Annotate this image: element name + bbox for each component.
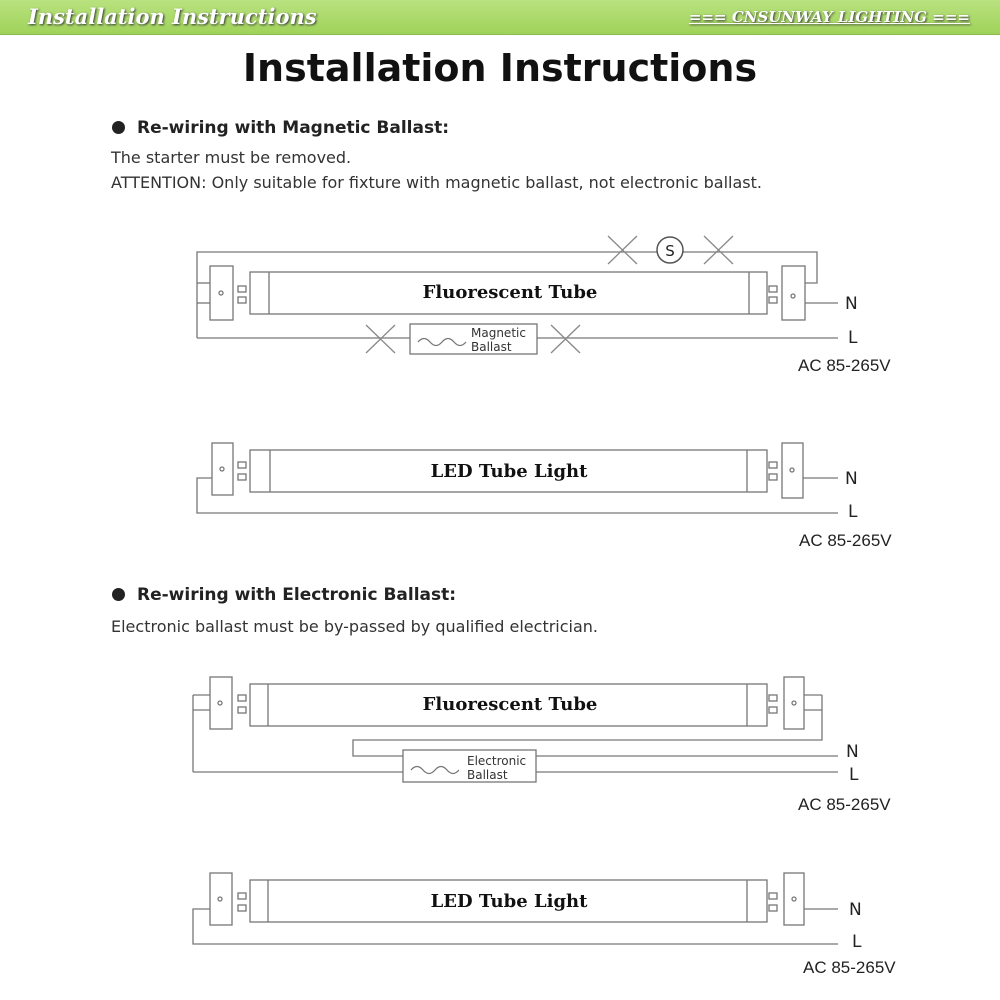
electronic-heading: Re-wiring with Electronic Ballast: bbox=[112, 585, 456, 605]
tube-label: Fluorescent Tube bbox=[423, 694, 598, 715]
tube-pin bbox=[768, 473, 778, 481]
live-label: L bbox=[848, 502, 858, 522]
tube-pin bbox=[768, 706, 778, 714]
diagram-electronic-fluorescent bbox=[192, 676, 838, 783]
fluorescent-tube bbox=[249, 683, 768, 727]
magnetic-note-attention: ATTENTION: Only suitable for fixture wit… bbox=[111, 173, 762, 192]
neutral-label: N bbox=[845, 294, 858, 314]
magnetic-heading: Re-wiring with Magnetic Ballast: bbox=[112, 118, 449, 138]
tube-pin bbox=[237, 285, 247, 293]
neutral-label: N bbox=[849, 900, 862, 920]
tube-label: LED Tube Light bbox=[431, 891, 589, 912]
right-endcap bbox=[783, 872, 805, 926]
header-banner: Installation Instructions === CNSUNWAY L… bbox=[0, 0, 1000, 35]
ballast-label: Magnetic bbox=[471, 326, 526, 340]
magnetic-ballast bbox=[409, 323, 538, 355]
left-endcap bbox=[209, 872, 233, 926]
right-endcap bbox=[783, 676, 805, 730]
left-endcap bbox=[209, 676, 233, 730]
ballast-label: Ballast bbox=[471, 340, 512, 354]
endcap-contact bbox=[218, 290, 224, 296]
live-label: L bbox=[852, 932, 862, 952]
magnetic-note-starter: The starter must be removed. bbox=[111, 148, 352, 167]
voltage-label: AC 85-265V bbox=[798, 356, 891, 375]
tube-pin bbox=[237, 461, 247, 469]
led-tube bbox=[249, 879, 768, 923]
endcap-contact bbox=[219, 466, 225, 472]
tube-pin bbox=[237, 694, 247, 702]
voltage-label: AC 85-265V bbox=[798, 795, 891, 814]
tube-label: LED Tube Light bbox=[431, 461, 589, 482]
live-wire bbox=[196, 477, 838, 514]
electronic-note: Electronic ballast must be by-passed by … bbox=[111, 617, 599, 636]
ballast-label: Ballast bbox=[467, 768, 508, 782]
live-wire bbox=[192, 908, 838, 945]
electronic-ballast bbox=[402, 749, 537, 783]
bullet-icon bbox=[112, 121, 125, 134]
right-endcap bbox=[781, 265, 806, 321]
tube-pin bbox=[768, 285, 778, 293]
led-tube bbox=[249, 449, 768, 493]
ballast-label: Electronic bbox=[467, 754, 526, 768]
tube-pin bbox=[768, 461, 778, 469]
tube-pin bbox=[237, 706, 247, 714]
tube-label: Fluorescent Tube bbox=[423, 282, 598, 303]
voltage-label: AC 85-265V bbox=[803, 958, 896, 977]
electronic-heading-text: Re-wiring with Electronic Ballast: bbox=[137, 585, 457, 605]
tube-pin bbox=[237, 473, 247, 481]
endcap-contact bbox=[791, 700, 797, 706]
tube-pin bbox=[237, 296, 247, 304]
endcap-contact bbox=[217, 896, 223, 902]
tube-pin bbox=[768, 694, 778, 702]
diagram-electronic-led bbox=[192, 872, 838, 945]
diagram-magnetic-fluorescent bbox=[196, 235, 838, 355]
remove-mark-icon bbox=[365, 235, 734, 354]
left-endcap bbox=[209, 265, 234, 321]
magnetic-heading-text: Re-wiring with Magnetic Ballast: bbox=[137, 118, 450, 138]
endcap-contact bbox=[789, 467, 795, 473]
page-title: Installation Instructions bbox=[242, 46, 758, 90]
tube-pin bbox=[768, 904, 778, 912]
bullet-icon bbox=[112, 588, 125, 601]
right-endcap bbox=[781, 442, 804, 499]
fluorescent-tube bbox=[249, 271, 768, 315]
coil-icon bbox=[417, 337, 467, 347]
tube-pin bbox=[237, 904, 247, 912]
neutral-label: N bbox=[845, 469, 858, 489]
ballast-wire bbox=[352, 695, 823, 757]
starter-wire bbox=[196, 251, 818, 320]
left-endcap bbox=[211, 442, 234, 496]
brand-name: === CNSUNWAY LIGHTING === bbox=[688, 8, 970, 26]
voltage-label: AC 85-265V bbox=[799, 531, 892, 550]
banner-title: Installation Instructions bbox=[28, 4, 317, 29]
endcap-contact bbox=[217, 700, 223, 706]
coil-icon bbox=[410, 765, 460, 775]
diagram-magnetic-led bbox=[196, 442, 838, 514]
starter-symbol: S bbox=[665, 242, 675, 260]
tube-pin bbox=[768, 892, 778, 900]
starter-icon bbox=[656, 236, 684, 264]
tube-pin bbox=[237, 892, 247, 900]
live-label: L bbox=[848, 328, 858, 348]
live-label: L bbox=[849, 765, 859, 785]
endcap-contact bbox=[791, 896, 797, 902]
tube-pin bbox=[768, 296, 778, 304]
neutral-label: N bbox=[846, 742, 859, 762]
endcap-contact bbox=[790, 293, 796, 299]
